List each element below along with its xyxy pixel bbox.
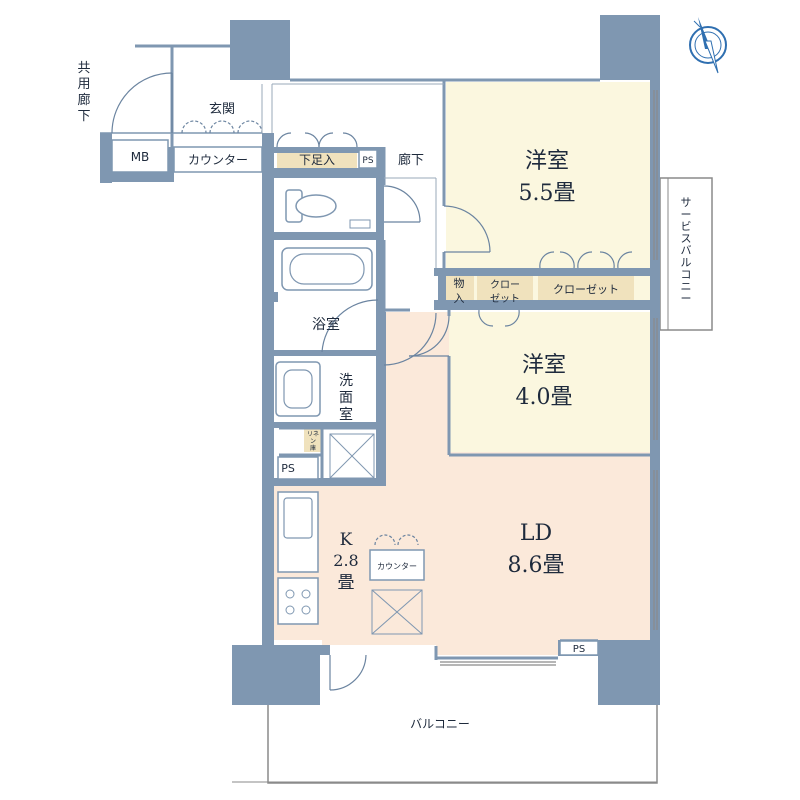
counter-box-kitchen: [369, 549, 425, 581]
svg-text:ビ: ビ: [681, 220, 692, 233]
windows: [440, 90, 658, 666]
stove-icon: [277, 577, 319, 625]
svg-text:ー: ー: [681, 208, 692, 221]
linen-label: リネ ン 庫: [307, 431, 319, 452]
svg-text:入: 入: [454, 292, 465, 305]
svg-text:ー: ー: [681, 292, 692, 305]
counter-entrance-label: カウンター: [188, 153, 248, 167]
closet-small-label: クロー ゼット: [490, 279, 520, 305]
svg-text:室: 室: [339, 406, 353, 423]
entrance-label: 玄関: [209, 102, 235, 117]
kitchen-unit: 畳: [338, 573, 355, 593]
balcony-area: [232, 705, 658, 784]
western-room-1-name: 洋室: [525, 149, 569, 174]
entrance-walls: [261, 83, 444, 268]
toilet-icon: [285, 189, 371, 229]
svg-text:ニ: ニ: [681, 280, 692, 293]
shoe-box-label: 下足入: [299, 153, 335, 167]
svg-text:ル: ル: [681, 256, 692, 269]
svg-text:洗: 洗: [339, 373, 353, 389]
washbasin-icon: [275, 361, 321, 417]
sink-icon: [277, 491, 319, 573]
svg-text:下: 下: [77, 109, 90, 124]
common-corridor-label: 共 用 廊 下: [77, 61, 90, 124]
svg-text:庫: 庫: [310, 444, 316, 452]
svg-text:ン: ン: [310, 438, 316, 445]
ps-wash-label: PS: [281, 462, 295, 475]
ps-hall-label: PS: [362, 156, 373, 166]
svg-text:物: 物: [454, 276, 465, 290]
svg-text:リネ: リネ: [307, 431, 319, 438]
ld-name: LD: [520, 521, 552, 546]
kitchen-size: 2.8: [333, 551, 358, 570]
ps-boxes: [277, 149, 599, 656]
ps-ld-label: PS: [573, 644, 585, 655]
western-room-2-size: 4.0畳: [516, 385, 573, 410]
svg-text:ス: ス: [681, 232, 692, 245]
closet-label: クローゼット: [553, 283, 619, 296]
hall-label: 廊下: [398, 152, 424, 168]
washing-machine-pan: [329, 433, 375, 479]
western-room-2-name: 洋室: [522, 353, 566, 378]
balcony-label: バルコニー: [410, 717, 470, 731]
bathtub-icon: [281, 247, 373, 291]
door-swings: [111, 72, 633, 691]
svg-text:廊: 廊: [77, 92, 90, 108]
room-fills: [273, 82, 650, 655]
bath-label: 浴室: [312, 316, 340, 333]
svg-text:面: 面: [339, 390, 353, 406]
ld-size: 8.6畳: [508, 553, 565, 578]
svg-text:ゼット: ゼット: [490, 293, 520, 305]
mono-ire-label: 物 入: [454, 276, 465, 305]
svg-text:共: 共: [77, 61, 90, 76]
western-room-1-size: 5.5畳: [519, 181, 576, 206]
counter-kitchen-label: カウンター: [377, 562, 417, 571]
svg-text:バ: バ: [681, 244, 692, 257]
mb-label: MB: [131, 150, 150, 164]
north-compass-icon: [689, 17, 727, 74]
counter-box-entrance: [173, 146, 263, 173]
mb-box: [111, 139, 169, 173]
kitchen-name: K: [340, 530, 353, 550]
structural-walls: [100, 15, 660, 705]
svg-text:コ: コ: [681, 268, 692, 281]
fridge-space: [371, 589, 423, 635]
washroom-label: 洗 面 室: [339, 373, 353, 423]
svg-text:クロー: クロー: [490, 279, 520, 291]
svg-text:用: 用: [77, 77, 90, 92]
svg-text:サ: サ: [681, 196, 692, 209]
